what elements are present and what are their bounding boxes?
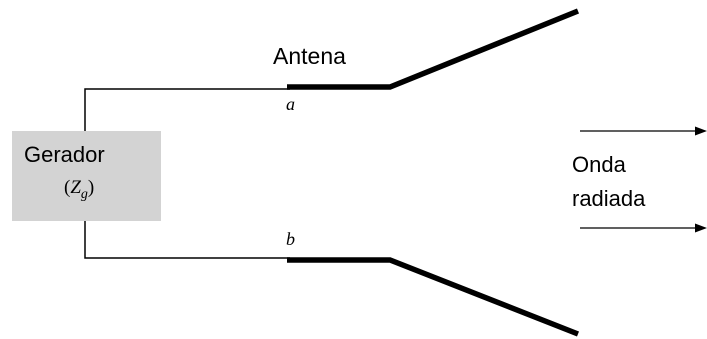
- generator-label: Gerador: [24, 142, 105, 167]
- radiated-wave-label-line1: Onda: [572, 152, 627, 177]
- impedance-close-paren: ): [88, 177, 94, 198]
- lower-wave-arrowhead: [695, 223, 707, 233]
- terminal-b-label: b: [286, 229, 295, 249]
- lower-antenna-arm: [287, 257, 580, 337]
- upper-antenna-arm: [287, 8, 580, 90]
- generator-impedance: (Zg): [64, 177, 94, 202]
- impedance-subscript: g: [81, 187, 88, 202]
- antenna-label: Antena: [273, 43, 346, 69]
- radiated-wave-label-line2: radiada: [572, 186, 646, 211]
- terminal-a-label: a: [286, 94, 295, 114]
- impedance-open-paren: (: [64, 177, 70, 198]
- impedance-symbol: Z: [70, 177, 81, 198]
- upper-feed-wire: [84, 88, 290, 131]
- upper-wave-arrowhead: [695, 126, 707, 136]
- generator-box: [12, 131, 161, 221]
- lower-feed-wire: [84, 221, 290, 259]
